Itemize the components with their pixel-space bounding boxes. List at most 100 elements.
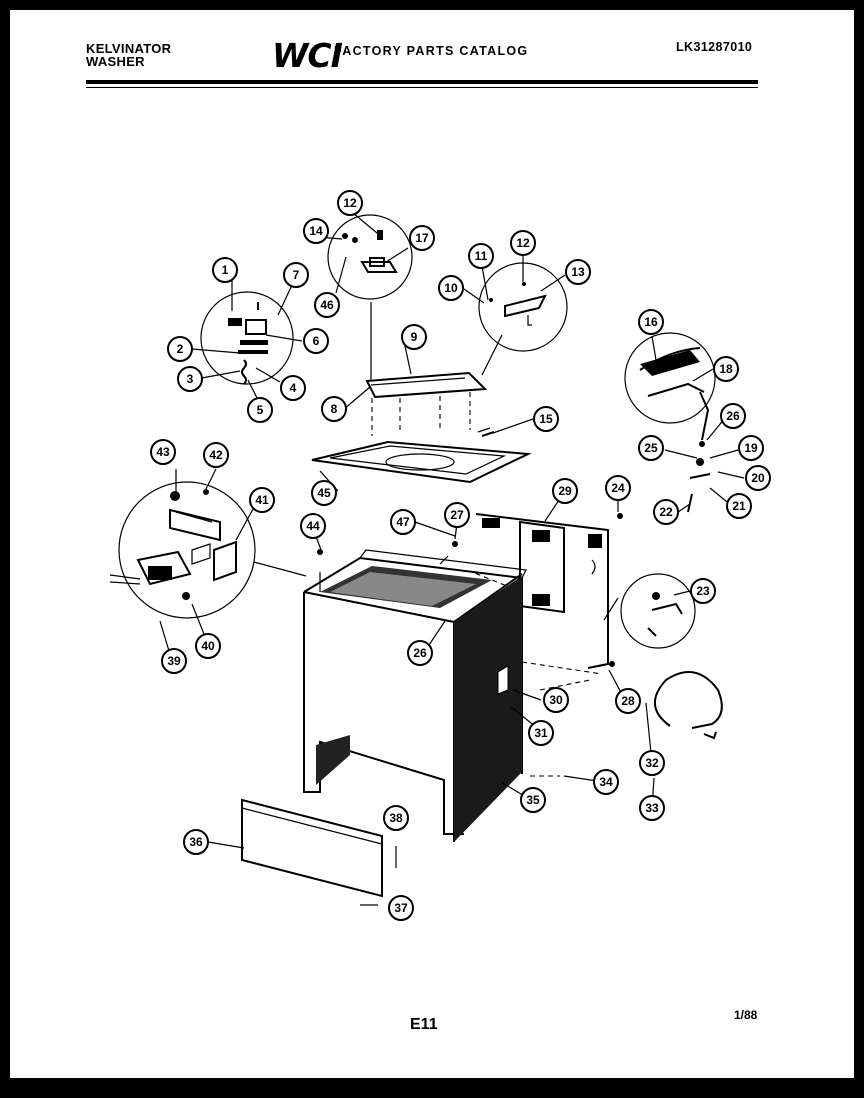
callout-31: 30 [543,687,569,713]
callout-26-a: 26 [720,403,746,429]
brand-block: KELVINATOR WASHER [86,42,171,68]
page-code: E11 [410,1016,438,1033]
hinge-parts [228,302,268,385]
brand-name: KELVINATOR [86,41,172,56]
svg-text:36: 36 [189,835,203,849]
callout-3: 3 [177,366,203,392]
svg-text:18: 18 [719,362,733,376]
svg-text:23: 23 [696,584,710,598]
toe-panel [241,798,383,898]
svg-text:40: 40 [201,639,215,653]
callout-13: 13 [565,259,591,285]
screw [609,661,615,667]
lid-hinge-parts [489,282,547,326]
callout-34: 33 [639,795,665,821]
catalog-number: LK31287010 [676,40,753,54]
detail-circle-hinge [200,291,294,385]
callout-26-b: 26 [407,640,433,666]
callout-42: 41 [249,487,275,513]
detail-circle-hose [624,332,716,424]
timer-parts [109,489,237,600]
svg-text:17: 17 [415,231,429,245]
svg-text:28: 28 [621,694,635,708]
svg-text:39: 39 [167,654,181,668]
callout-9: 9 [401,324,427,350]
header-rule-thin [86,87,758,88]
svg-text:33: 33 [645,801,659,815]
callout-24: 24 [605,475,631,501]
callout-10: 10 [438,275,464,301]
callout-4: 4 [280,375,306,401]
lid [365,371,488,399]
callout-20: 20 [745,465,771,491]
svg-text:16: 16 [644,315,658,329]
svg-text:24: 24 [611,481,625,495]
svg-text:19: 19 [744,441,758,455]
svg-text:12: 12 [516,236,530,250]
svg-text:26: 26 [726,409,740,423]
screw [481,431,495,437]
svg-text:43: 43 [156,445,170,459]
svg-text:34: 34 [599,775,613,789]
svg-text:46: 46 [320,298,334,312]
svg-text:44: 44 [306,519,320,533]
callout-45: 44 [300,513,326,539]
callout-18: 18 [713,356,739,382]
svg-text:13: 13 [571,265,585,279]
svg-text:29: 29 [558,484,572,498]
callout-47: 46 [314,292,340,318]
cabinet [303,549,527,842]
svg-text:35: 35 [526,793,540,807]
svg-text:27: 27 [450,508,464,522]
callout-22: 22 [653,499,679,525]
svg-text:20: 20 [751,471,765,485]
svg-text:9: 9 [411,330,418,344]
svg-text:15: 15 [539,412,553,426]
hose-parts [639,347,711,513]
svg-text:11: 11 [475,249,488,263]
callout-1: 1 [212,257,238,283]
svg-text:14: 14 [309,224,323,238]
callout-21: 21 [726,493,752,519]
callout-30: 29 [552,478,578,504]
detail-circle-timer [118,481,256,619]
callout-8: 8 [321,396,347,422]
lid-switch-parts [342,230,398,273]
svg-text:4: 4 [290,381,297,395]
svg-text:26: 26 [413,646,427,660]
catalog-title: FACTORY PARTS CATALOG [334,44,529,58]
power-cord [647,592,723,740]
callout-14: 14 [303,218,329,244]
svg-text:2: 2 [177,342,184,356]
callout-41: 40 [195,633,221,659]
callout-43: 42 [203,442,229,468]
svg-text:1: 1 [222,263,229,277]
callout-36: 35 [520,787,546,813]
svg-text:21: 21 [732,499,746,513]
callout-5: 5 [247,397,273,423]
callout-2: 2 [167,336,193,362]
svg-text:32: 32 [645,756,659,770]
svg-text:37: 37 [394,901,408,915]
callout-7: 7 [283,262,309,288]
callout-16: 16 [638,309,664,335]
callout-44: 43 [150,439,176,465]
svg-text:22: 22 [659,505,673,519]
callout-39: 38 [383,805,409,831]
svg-text:42: 42 [209,448,223,462]
catalog-date: 1/88 [734,1008,758,1022]
callout-48: 47 [390,509,416,535]
callout-38: 37 [388,895,414,921]
callout-19: 19 [738,435,764,461]
svg-text:8: 8 [331,402,338,416]
detail-circle-cord [620,573,696,649]
svg-text:10: 10 [444,281,458,295]
callout-23: 23 [690,578,716,604]
callout-27: 27 [444,502,470,528]
callout-32: 31 [528,720,554,746]
svg-text:6: 6 [313,334,320,348]
callout-12-b: 12 [510,230,536,256]
svg-text:38: 38 [389,811,403,825]
svg-text:45: 45 [317,486,331,500]
